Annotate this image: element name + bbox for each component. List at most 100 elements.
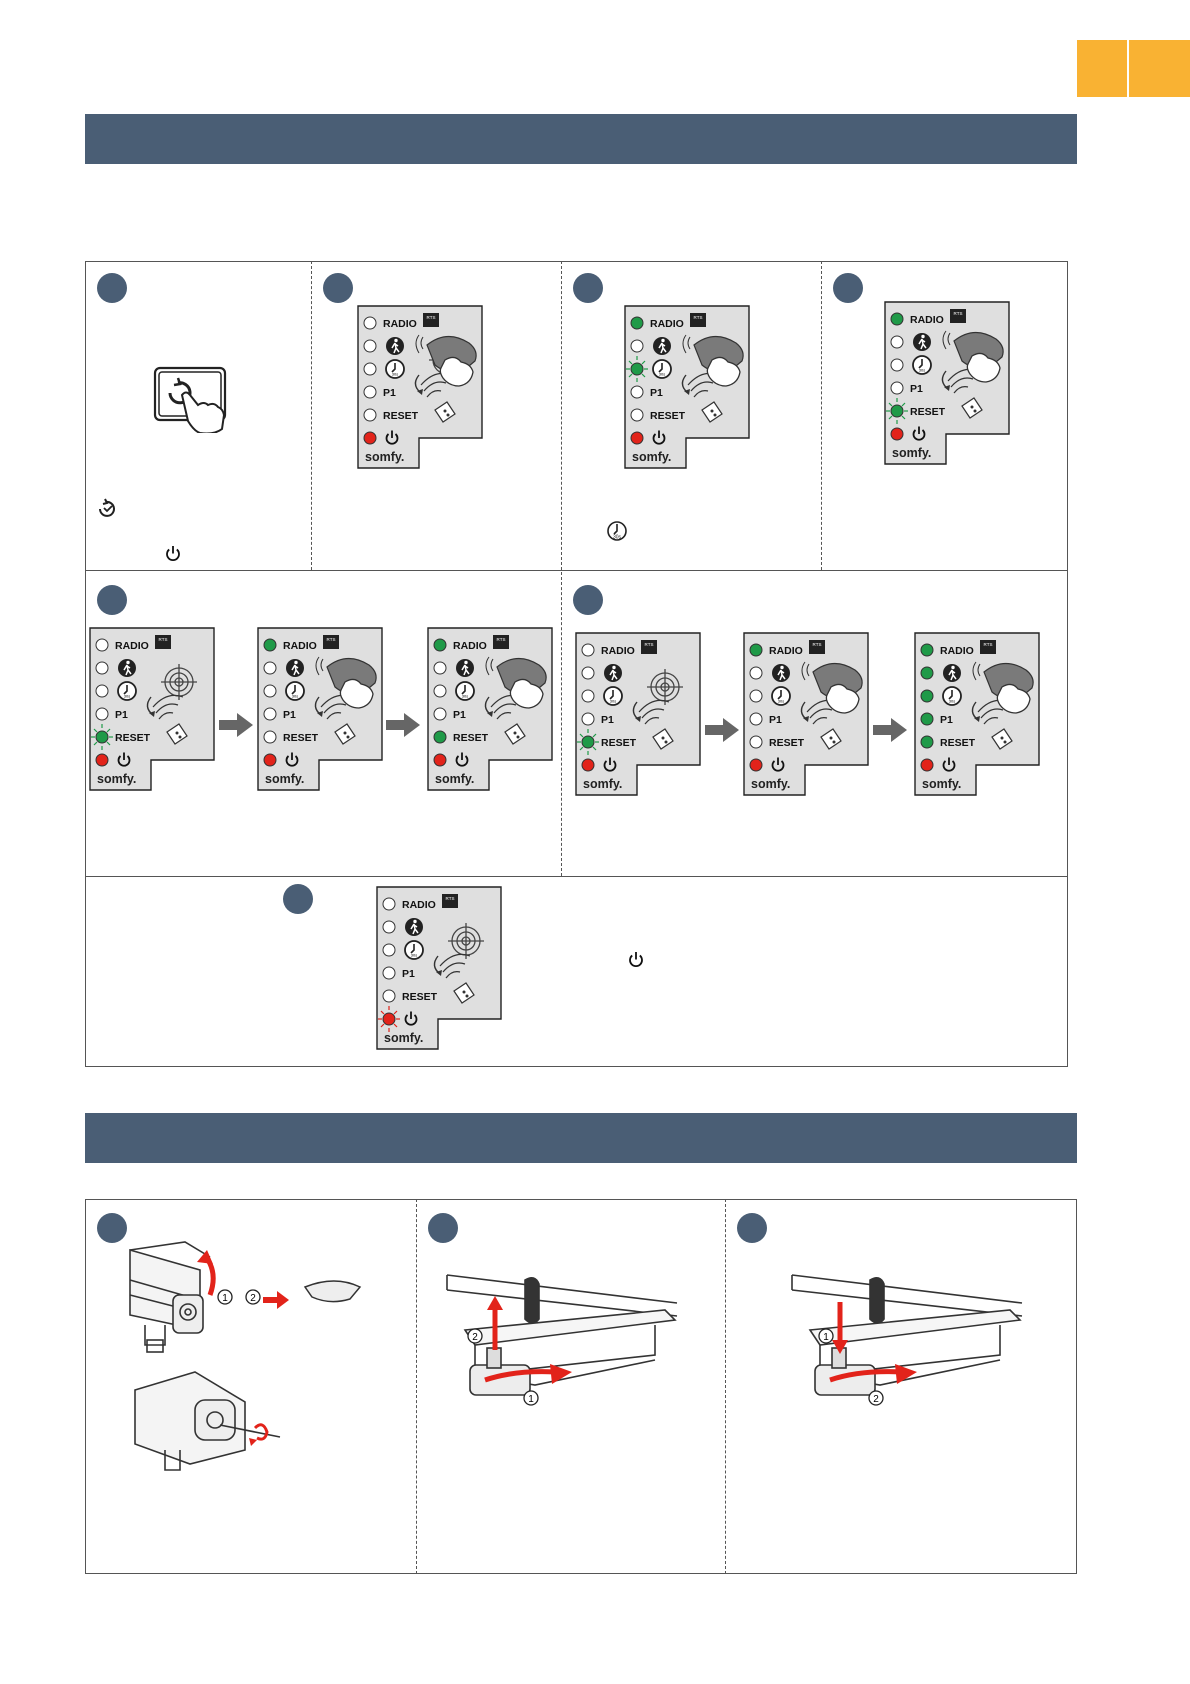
step-badge-2 [323,273,353,303]
section-1-frame [85,261,1068,1067]
row-divider-2 [85,876,1068,877]
svg-text:2: 2 [250,1293,256,1304]
led-label-radio: RADIO [115,640,149,652]
brand-logo: somfy. [265,772,304,786]
timer-text: 30s [613,535,622,541]
arrow-right-icon [873,718,907,742]
rts-badge: RTS [497,637,506,642]
arm-lift-illustration: 2 1 [446,1274,678,1406]
timer-text: 30s [778,699,784,704]
rts-badge: RTS [446,896,455,901]
col-divider-2 [561,261,562,876]
col-divider-1 [311,261,312,570]
page-tab-left [1077,40,1127,97]
timer-text: 30s [919,368,925,373]
section-banner-1 [85,114,1077,164]
led-label-radio: RADIO [402,899,436,911]
led-blinking [577,729,599,755]
page-tab-right [1129,40,1190,97]
led-label-reset: RESET [910,406,946,418]
led-label-radio: RADIO [283,640,317,652]
rts-badge: RTS [427,315,436,320]
timer-text: 30s [610,699,616,704]
led-blinking [91,724,113,750]
rts-badge: RTS [984,642,993,647]
step-badge-5 [97,585,127,615]
timer-text: 30s [659,372,665,377]
led-label-reset: RESET [402,991,438,1003]
led-label-radio: RADIO [910,314,944,326]
timer-text: 30s [392,372,398,377]
power-icon [166,546,180,561]
rts-badge: RTS [327,637,336,642]
led-label-p1: P1 [283,709,296,721]
prog-touch-icon [153,366,227,433]
led-label-p1: P1 [115,709,128,721]
timer-text: 30s [411,953,417,958]
step-badge-3 [573,273,603,303]
led-label-reset: RESET [601,737,637,749]
step-badge-6 [573,585,603,615]
led-label-radio: RADIO [940,645,974,657]
led-label-p1: P1 [402,968,415,980]
section-banner-2 [85,1113,1077,1163]
arm-cap-removal-illustration: 1 2 [129,1241,362,1471]
led-label-radio: RADIO [601,645,635,657]
brand-logo: somfy. [632,450,671,464]
timer-30s-icon: 30s [607,521,627,541]
step-badge-4 [833,273,863,303]
led-label-p1: P1 [940,714,953,726]
led-label-reset: RESET [453,732,489,744]
timer-text: 30s [292,694,298,699]
timer-text: 30s [462,694,468,699]
step-badge-1 [97,273,127,303]
svg-text:2: 2 [873,1394,879,1405]
brand-logo: somfy. [365,450,404,464]
brand-logo: somfy. [751,777,790,791]
brand-logo: somfy. [583,777,622,791]
rts-badge: RTS [954,311,963,316]
led-label-reset: RESET [383,410,419,422]
brand-logo: somfy. [384,1031,423,1045]
led-label-reset: RESET [940,737,976,749]
led-label-reset: RESET [283,732,319,744]
step-badge-9 [428,1213,458,1243]
step-badge-10 [737,1213,767,1243]
led-label-p1: P1 [601,714,614,726]
led-label-p1: P1 [383,387,396,399]
led-label-reset: RESET [115,732,151,744]
led-label-radio: RADIO [383,318,417,330]
section-2-frame [85,1199,1077,1574]
col-divider-3 [821,261,822,570]
power-icon [629,952,643,967]
arm-lower-illustration: 1 2 [791,1274,1023,1406]
svg-text:1: 1 [222,1293,228,1304]
brand-logo: somfy. [892,446,931,460]
svg-text:1: 1 [528,1394,534,1405]
reset-icon [99,498,115,517]
arrow-right-icon [705,718,739,742]
led-label-p1: P1 [453,709,466,721]
timer-text: 30s [949,699,955,704]
led-blinking [886,398,908,424]
led-blinking [626,356,648,382]
led-label-p1: P1 [650,387,663,399]
led-label-reset: RESET [769,737,805,749]
led-label-radio: RADIO [453,640,487,652]
timer-text: 30s [124,694,130,699]
led-label-p1: P1 [769,714,782,726]
brand-logo: somfy. [922,777,961,791]
rts-badge: RTS [694,315,703,320]
arrow-right-icon [219,713,253,737]
rts-badge: RTS [159,637,168,642]
step-badge-8 [97,1213,127,1243]
row-divider-1 [85,570,1068,571]
brand-logo: somfy. [435,772,474,786]
